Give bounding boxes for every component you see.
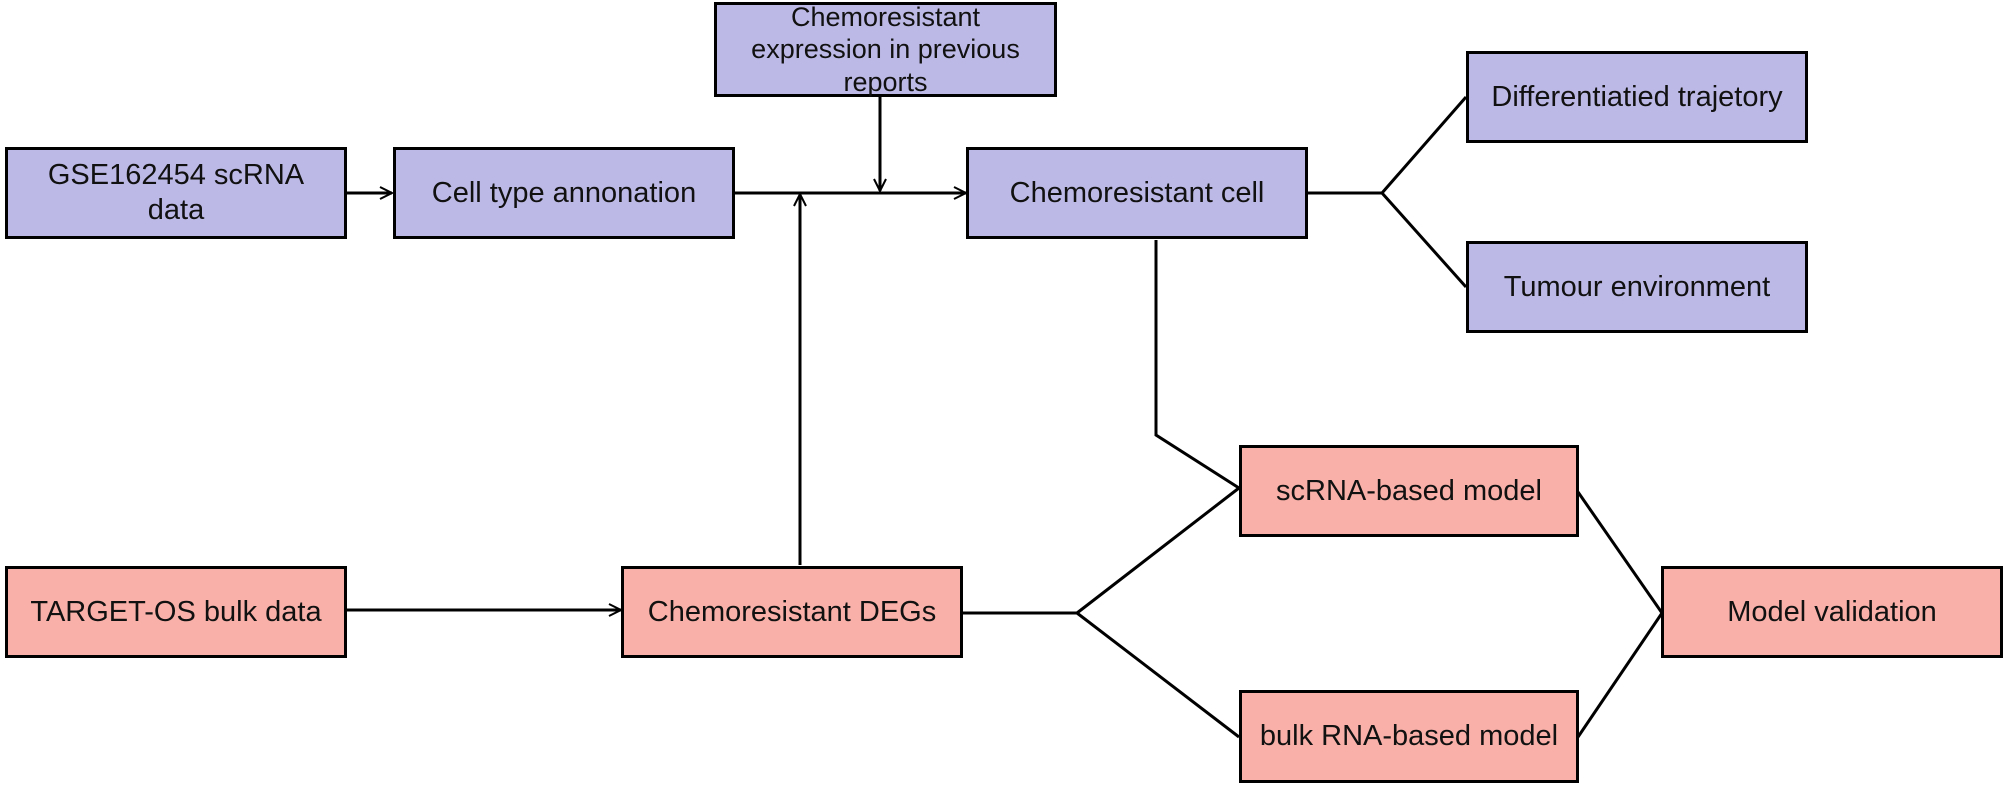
branch-to-environment <box>1380 192 1468 288</box>
branch-to-trajectory <box>1380 96 1468 194</box>
node-differentiated-trajectory: Differentiatied trajetory <box>1466 51 1808 143</box>
scrna-to-validation <box>1576 491 1664 614</box>
node-bulk-rna-based-model: bulk RNA-based model <box>1239 690 1579 783</box>
node-chemoresistant-degs: Chemoresistant DEGs <box>621 566 963 658</box>
branch-to-bulk <box>1076 611 1240 739</box>
branch-to-scrna <box>1076 486 1240 615</box>
line-chemocell-to-scrna <box>1154 240 1240 490</box>
node-model-validation: Model validation <box>1661 566 2003 658</box>
node-chemoresistant-cell: Chemoresistant cell <box>966 147 1308 239</box>
node-scrna-based-model: scRNA-based model <box>1239 445 1579 537</box>
node-gse-scrna-data: GSE162454 scRNA data <box>5 147 347 239</box>
node-tumour-environment: Tumour environment <box>1466 241 1808 333</box>
bulk-to-validation <box>1576 612 1664 738</box>
node-target-os-bulk-data: TARGET-OS bulk data <box>5 566 347 658</box>
node-previous-reports: Chemoresistant expression in previous re… <box>714 2 1057 97</box>
node-cell-type-annotation: Cell type annonation <box>393 147 735 239</box>
